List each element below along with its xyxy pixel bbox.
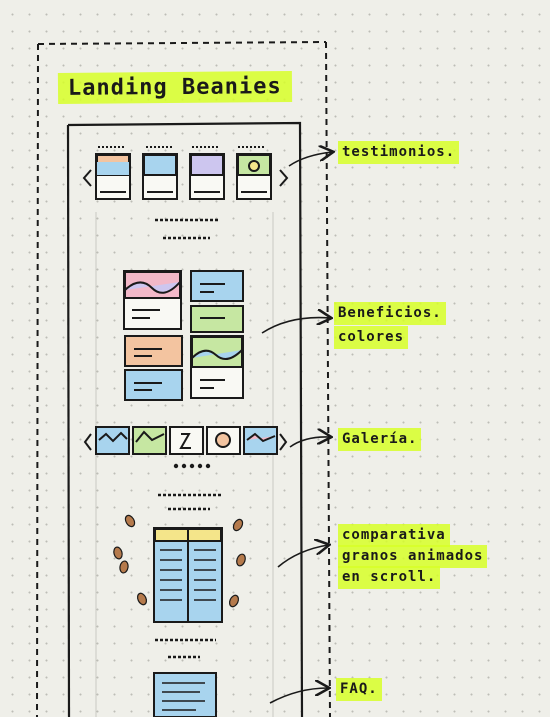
faq-section	[153, 638, 217, 717]
annotation-comparativa-line2: granos animados	[338, 545, 488, 568]
testimonios-section	[82, 146, 289, 240]
coffee-beans	[113, 514, 246, 608]
phone-frame	[66, 121, 304, 717]
annotation-comparativa-line1: comparativa	[338, 524, 450, 547]
chevron-right-icon	[279, 169, 289, 187]
gallery-pagination-dots	[173, 463, 211, 469]
annotation-faq: FAQ.	[336, 678, 382, 701]
testimonios-caption	[155, 218, 218, 240]
annotation-beneficios: Beneficios.	[334, 302, 446, 325]
chevron-right-icon	[279, 433, 288, 451]
chevron-left-icon	[83, 433, 92, 451]
galeria-section	[83, 426, 288, 469]
testimonial-cards	[95, 153, 272, 200]
comparison-table	[153, 527, 223, 623]
annotation-arrows	[261, 152, 332, 704]
annotation-testimonios: testimonios.	[338, 141, 460, 164]
gallery-thumbs	[95, 426, 278, 455]
chevron-left-icon	[82, 169, 92, 187]
comparativa-section	[113, 493, 246, 623]
inner-guides	[95, 212, 274, 717]
annotation-colores: colores	[334, 326, 409, 349]
annotation-galeria: Galería.	[338, 428, 422, 451]
annotation-comparativa-line3: en scroll.	[338, 566, 441, 589]
beneficios-section	[123, 270, 244, 401]
